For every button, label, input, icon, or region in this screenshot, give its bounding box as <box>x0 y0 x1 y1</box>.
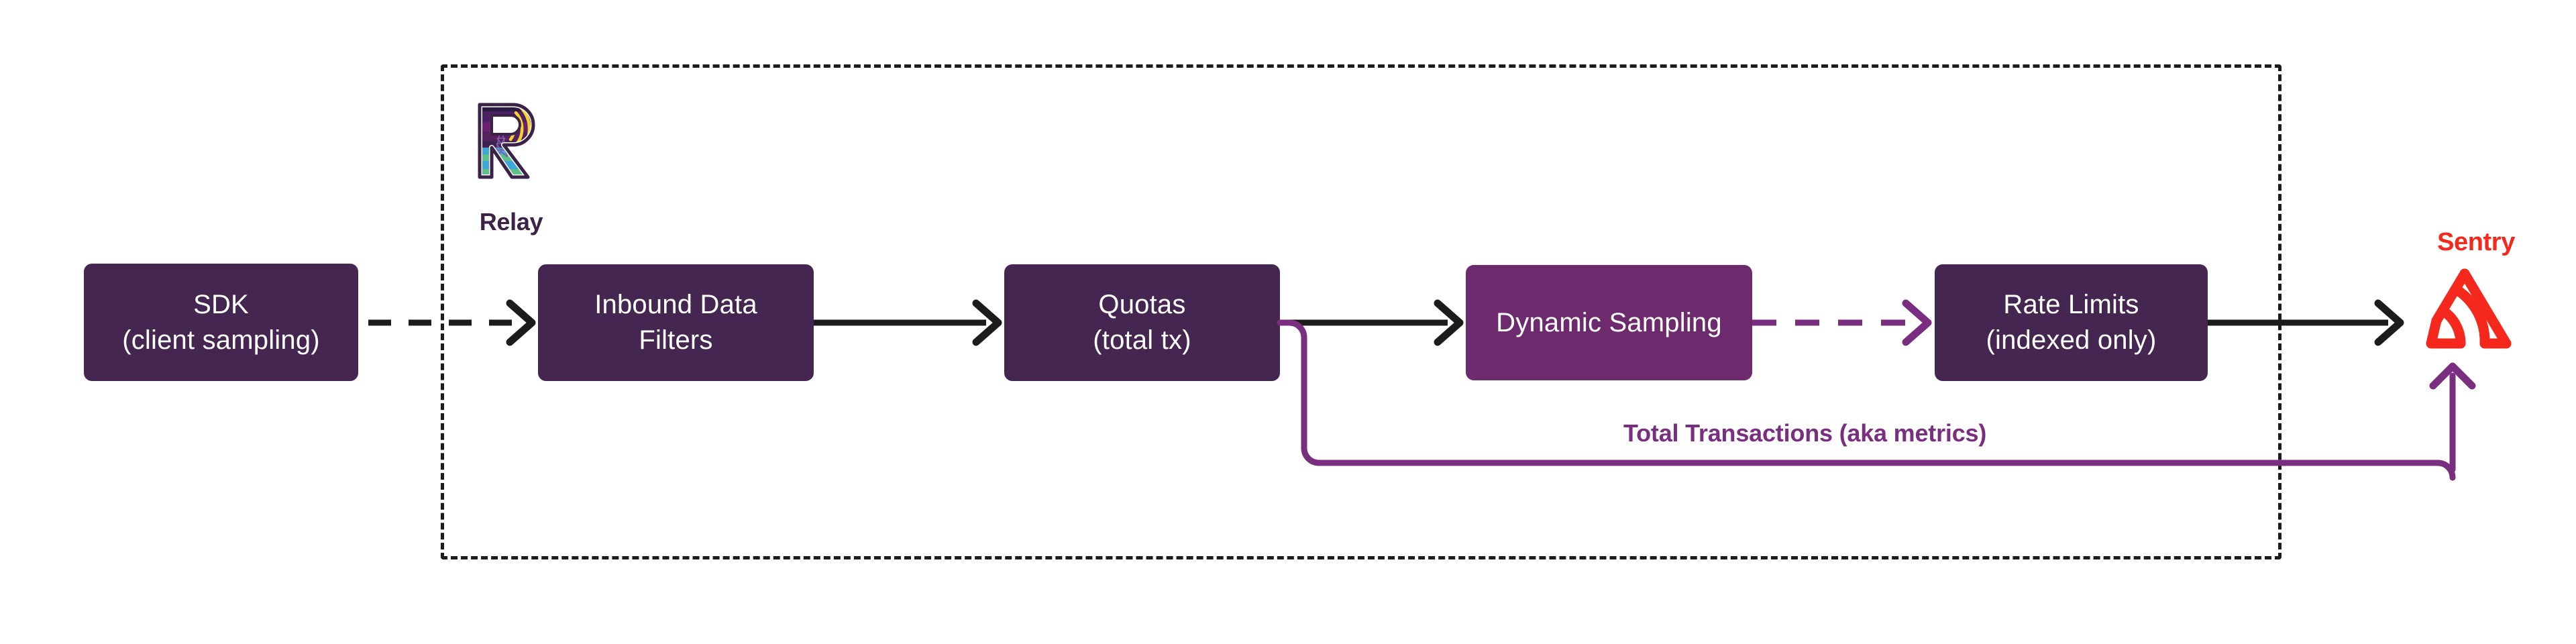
node-quotas-line2: (total tx) <box>1093 325 1191 355</box>
sentry-label: Sentry <box>2437 228 2515 256</box>
node-rate-limits-line1: Rate Limits <box>2003 290 2139 320</box>
node-sdk-line1: SDK <box>193 289 249 319</box>
relay-label: Relay <box>479 208 543 235</box>
node-inbound-data-filters[interactable]: Inbound Data Filters <box>538 264 814 381</box>
node-dynamic-sampling-line1: Dynamic Sampling <box>1496 307 1722 337</box>
node-quotas[interactable]: Quotas (total tx) <box>1004 264 1280 381</box>
node-inbound-data-filters-line2: Filters <box>639 325 713 355</box>
relay-boundary-box <box>441 64 2282 559</box>
node-sdk-line2: (client sampling) <box>122 325 320 355</box>
node-quotas-line1: Quotas <box>1098 290 1186 320</box>
sentry-arch-logo-icon <box>2420 262 2522 356</box>
metrics-path-label: Total Transactions (aka metrics) <box>1623 419 1987 447</box>
node-rate-limits[interactable]: Rate Limits (indexed only) <box>1935 264 2208 381</box>
node-inbound-data-filters-line1: Inbound Data <box>594 290 757 320</box>
relay-radio-tower-r-icon <box>474 99 541 182</box>
node-sdk[interactable]: SDK (client sampling) <box>84 264 358 381</box>
node-dynamic-sampling[interactable]: Dynamic Sampling <box>1466 265 1752 380</box>
node-rate-limits-line2: (indexed only) <box>1986 325 2157 355</box>
